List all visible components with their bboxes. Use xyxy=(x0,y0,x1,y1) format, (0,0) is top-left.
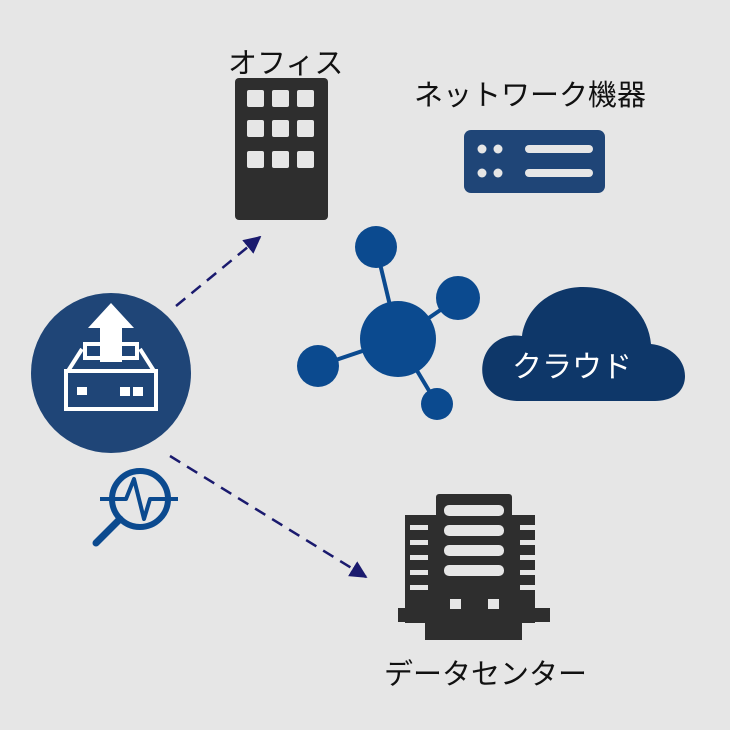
network-server-icon xyxy=(464,130,605,193)
office-building-icon xyxy=(235,78,328,220)
monitor-search-icon xyxy=(92,468,178,547)
cloud-icon xyxy=(482,287,685,401)
data-center-icon xyxy=(398,494,550,640)
data-center-label: データセンター xyxy=(384,657,588,691)
arrow-to-office xyxy=(175,235,262,307)
cloud-label: クラウド xyxy=(512,350,632,385)
arrow-to-data-center xyxy=(169,454,368,579)
network-hub-icon xyxy=(297,226,480,420)
upload-device-icon xyxy=(31,293,191,453)
network-equipment-label: ネットワーク機器 xyxy=(414,78,647,112)
office-label: オフィス xyxy=(228,46,344,80)
